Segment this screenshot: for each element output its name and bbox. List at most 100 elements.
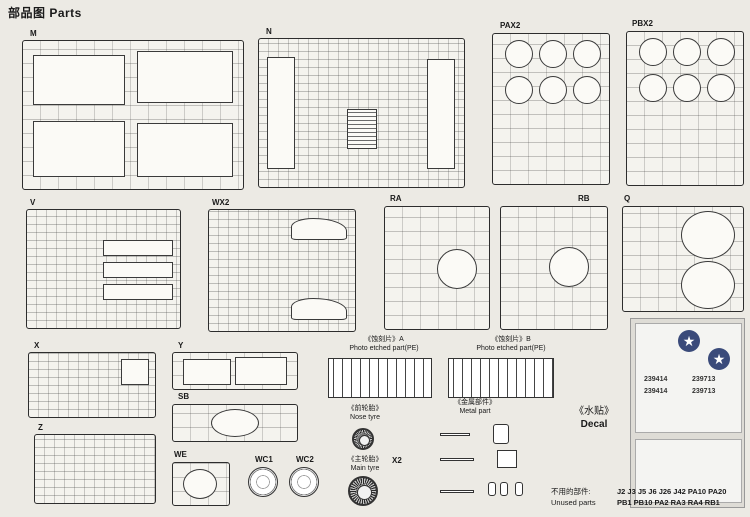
- engine-cylinder-part: [673, 38, 701, 66]
- metal-weight-part: [493, 424, 509, 444]
- sprue-y-part: [235, 357, 287, 385]
- wheel-label-wc2: WC2: [296, 455, 314, 464]
- nose-tyre-en: Nose tyre: [350, 413, 380, 421]
- metal-part-caption: 《金属部件》 Metal part: [440, 399, 510, 417]
- wheel-wc2: [289, 467, 319, 497]
- unused-parts-line2: PB1 PB10 PA2 RA3 RA4 RB1: [617, 497, 720, 507]
- decal-caption: 《水贴》 Decal: [566, 406, 622, 431]
- sprue-sb: [172, 404, 298, 442]
- unused-parts-line1: J2 J3 J5 J6 J26 J42 PA10 PA20: [617, 487, 727, 496]
- engine-cylinder-part: [639, 38, 667, 66]
- sprue-label-we: WE: [174, 450, 187, 459]
- main-tyre: [348, 476, 378, 506]
- photo-etched-a-caption: 《蚀刻片》A Photo etched part(PE): [325, 336, 443, 354]
- sprue-label-y: Y: [178, 341, 184, 350]
- sprue-y-part: [183, 359, 231, 385]
- metal-part-en: Metal part: [459, 407, 491, 415]
- decal-sheet-panel: ★ ★ 239414 239713 239414 239713: [630, 318, 745, 508]
- nose-tyre-caption: 《前轮胎》 Nose tyre: [340, 405, 390, 423]
- main-tyre-en: Main tyre: [350, 464, 380, 472]
- engine-cylinder-part: [673, 74, 701, 102]
- decal-cn: 《水贴》: [574, 406, 614, 417]
- sprue-v: [26, 209, 181, 329]
- nose-tyre: [352, 428, 374, 450]
- unused-parts-list: J2 J3 J5 J6 J26 J42 PA10 PA20 PB1 PB10 P…: [617, 487, 726, 508]
- sprue-label-sb: SB: [178, 392, 190, 401]
- sprue-v-part: [103, 262, 173, 278]
- decal-en: Decal: [580, 418, 608, 430]
- unused-parts-en: Unused parts: [551, 497, 596, 507]
- sprue-we: [172, 462, 230, 506]
- decal-sheet-1: ★ ★ 239414 239713 239414 239713: [635, 323, 742, 433]
- roundel-star-icon: ★: [708, 348, 730, 370]
- sprue-x: [28, 352, 156, 418]
- roundel-star-icon: ★: [678, 330, 700, 352]
- sprue-label-n: N: [266, 27, 272, 36]
- sprue-m-part: [33, 121, 125, 177]
- sprue-sb-part: [211, 409, 259, 437]
- sprue-z: [34, 434, 156, 504]
- sprue-rb: [500, 206, 608, 330]
- sprue-label-wx2: WX2: [212, 198, 230, 207]
- sprue-label-z: Z: [38, 423, 43, 432]
- engine-cylinder-part: [539, 40, 567, 68]
- photo-etched-a-en: Photo etched part(PE): [349, 344, 419, 352]
- sprue-n-part: [427, 59, 455, 169]
- sprue-m-part: [137, 51, 233, 103]
- photo-etched-a-cn: 《蚀刻片》A: [364, 336, 404, 343]
- decal-serial: 239713: [692, 388, 716, 395]
- unused-parts-heading: 不用的部件: Unused parts: [551, 487, 596, 508]
- photo-etched-sheet-b: [448, 358, 554, 398]
- metal-part-cn: 《金属部件》: [454, 399, 496, 406]
- cowling-ring-part: [681, 211, 735, 259]
- sprue-m: [22, 40, 244, 190]
- metal-rod-part: [440, 433, 470, 436]
- engine-cylinder-part: [573, 40, 601, 68]
- photo-etched-b-cn: 《蚀刻片》B: [491, 336, 531, 343]
- sprue-wx2-part: [291, 298, 347, 320]
- sprue-n-part: [267, 57, 295, 169]
- photo-etched-b-en: Photo etched part(PE): [476, 344, 546, 352]
- photo-etched-b-caption: 《蚀刻片》B Photo etched part(PE): [452, 336, 570, 354]
- sprue-m-part: [137, 123, 233, 177]
- sprue-x-part: [121, 359, 149, 385]
- sprue-v-part: [103, 284, 173, 300]
- canopy-part: [437, 249, 477, 289]
- main-tyre-qty: X2: [392, 456, 402, 465]
- metal-small-part: [488, 482, 496, 496]
- sprue-y: [172, 352, 298, 390]
- sprue-label-pbx2: PBX2: [632, 19, 653, 28]
- sprue-n-part: [347, 109, 377, 149]
- cowling-ring-part: [681, 261, 735, 309]
- main-tyre-caption: 《主轮胎》 Main tyre: [340, 456, 390, 474]
- sprue-q: [622, 206, 744, 312]
- sprue-v-part: [103, 240, 173, 256]
- sprue-label-rb: RB: [578, 194, 590, 203]
- page-title: 部品图 Parts: [8, 6, 82, 20]
- engine-cylinder-part: [505, 76, 533, 104]
- decal-serial: 239414: [644, 376, 668, 383]
- engine-cylinder-part: [539, 76, 567, 104]
- sprue-wx2: [208, 209, 356, 332]
- sprue-n: [258, 38, 465, 188]
- engine-cylinder-part: [573, 76, 601, 104]
- engine-cylinder-part: [707, 74, 735, 102]
- engine-cylinder-part: [505, 40, 533, 68]
- decal-serial: 239414: [644, 388, 668, 395]
- sprue-ra: [384, 206, 490, 330]
- canopy-part: [549, 247, 589, 287]
- sprue-label-ra: RA: [390, 194, 402, 203]
- metal-small-part: [515, 482, 523, 496]
- wheel-wc1: [248, 467, 278, 497]
- nose-tyre-cn: 《前轮胎》: [347, 405, 383, 412]
- decal-sheet-2: [635, 439, 742, 503]
- metal-rod-part: [440, 490, 474, 493]
- sprue-label-q: Q: [624, 194, 631, 203]
- main-tyre-cn: 《主轮胎》: [347, 456, 383, 463]
- sprue-label-m: M: [30, 29, 37, 38]
- sprue-m-part: [33, 55, 125, 105]
- engine-cylinder-part: [707, 38, 735, 66]
- unused-parts-cn: 不用的部件:: [551, 487, 591, 496]
- sprue-label-v: V: [30, 198, 36, 207]
